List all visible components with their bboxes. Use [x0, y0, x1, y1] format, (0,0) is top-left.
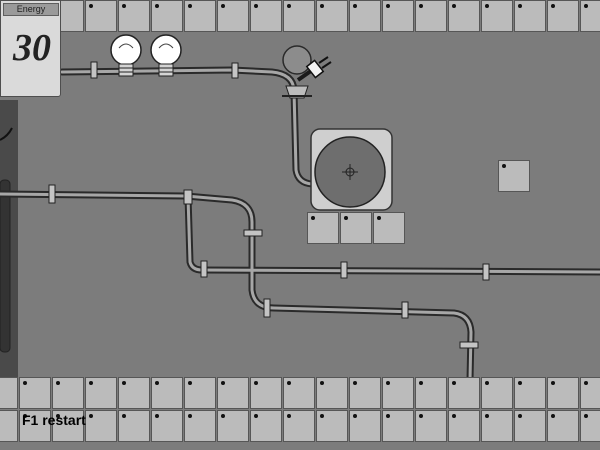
plug-icon[interactable]: [296, 56, 332, 82]
tile[interactable]: [415, 410, 447, 442]
tile[interactable]: [349, 377, 381, 409]
tile[interactable]: [415, 377, 447, 409]
tile[interactable]: [580, 0, 600, 32]
tile[interactable]: [151, 410, 183, 442]
tile[interactable]: [514, 410, 546, 442]
tile[interactable]: [85, 0, 117, 32]
bulb-2[interactable]: [150, 34, 182, 77]
top-tile-row: [0, 0, 600, 33]
left-machine: [0, 100, 18, 380]
tile[interactable]: [250, 410, 282, 442]
tile[interactable]: [307, 212, 339, 244]
tile[interactable]: [349, 410, 381, 442]
tile[interactable]: [415, 0, 447, 32]
bottom-tile-row-2: [0, 410, 600, 443]
tile[interactable]: [19, 410, 51, 442]
tile[interactable]: [580, 410, 600, 442]
bottom-tile-row-1: [0, 377, 600, 410]
tile[interactable]: [316, 377, 348, 409]
pipe-network: [0, 66, 600, 384]
restart-hint: F1 restart: [22, 412, 86, 428]
tile[interactable]: [283, 377, 315, 409]
pipe-clamps: [48, 61, 490, 349]
tile[interactable]: [373, 212, 405, 244]
tile[interactable]: [85, 410, 117, 442]
tile[interactable]: [151, 377, 183, 409]
tile[interactable]: [349, 0, 381, 32]
tile[interactable]: [498, 160, 530, 192]
energy-value: 30: [13, 27, 51, 69]
tile[interactable]: [481, 410, 513, 442]
tile[interactable]: [481, 377, 513, 409]
energy-counter: Energy 30: [0, 0, 61, 97]
tile[interactable]: [0, 410, 18, 442]
tile[interactable]: [250, 0, 282, 32]
tile[interactable]: [382, 410, 414, 442]
tile[interactable]: [19, 377, 51, 409]
tile[interactable]: [514, 377, 546, 409]
socket-bulb[interactable]: [282, 45, 312, 99]
tile[interactable]: [580, 377, 600, 409]
tile[interactable]: [118, 377, 150, 409]
tile[interactable]: [547, 0, 579, 32]
tile[interactable]: [184, 410, 216, 442]
tile[interactable]: [217, 0, 249, 32]
tile[interactable]: [382, 377, 414, 409]
tile[interactable]: [283, 0, 315, 32]
tile[interactable]: [52, 377, 84, 409]
tile[interactable]: [85, 377, 117, 409]
tile[interactable]: [481, 0, 513, 32]
tile[interactable]: [283, 410, 315, 442]
tile[interactable]: [184, 0, 216, 32]
energy-label: Energy: [3, 3, 59, 16]
tile[interactable]: [547, 377, 579, 409]
tile[interactable]: [184, 377, 216, 409]
tile[interactable]: [340, 212, 372, 244]
tile[interactable]: [448, 410, 480, 442]
tile[interactable]: [514, 0, 546, 32]
tile[interactable]: [316, 0, 348, 32]
tile[interactable]: [118, 0, 150, 32]
tile[interactable]: [250, 377, 282, 409]
tile[interactable]: [217, 377, 249, 409]
tile[interactable]: [217, 410, 249, 442]
tile[interactable]: [118, 410, 150, 442]
tile[interactable]: [448, 0, 480, 32]
fan-icon[interactable]: [310, 128, 393, 211]
tile[interactable]: [0, 377, 18, 409]
tile[interactable]: [316, 410, 348, 442]
bulb-1[interactable]: [110, 34, 142, 77]
fan-base-tiles: [307, 212, 406, 245]
tile[interactable]: [151, 0, 183, 32]
tile[interactable]: [382, 0, 414, 32]
tile[interactable]: [448, 377, 480, 409]
tile[interactable]: [547, 410, 579, 442]
tile[interactable]: [52, 410, 84, 442]
